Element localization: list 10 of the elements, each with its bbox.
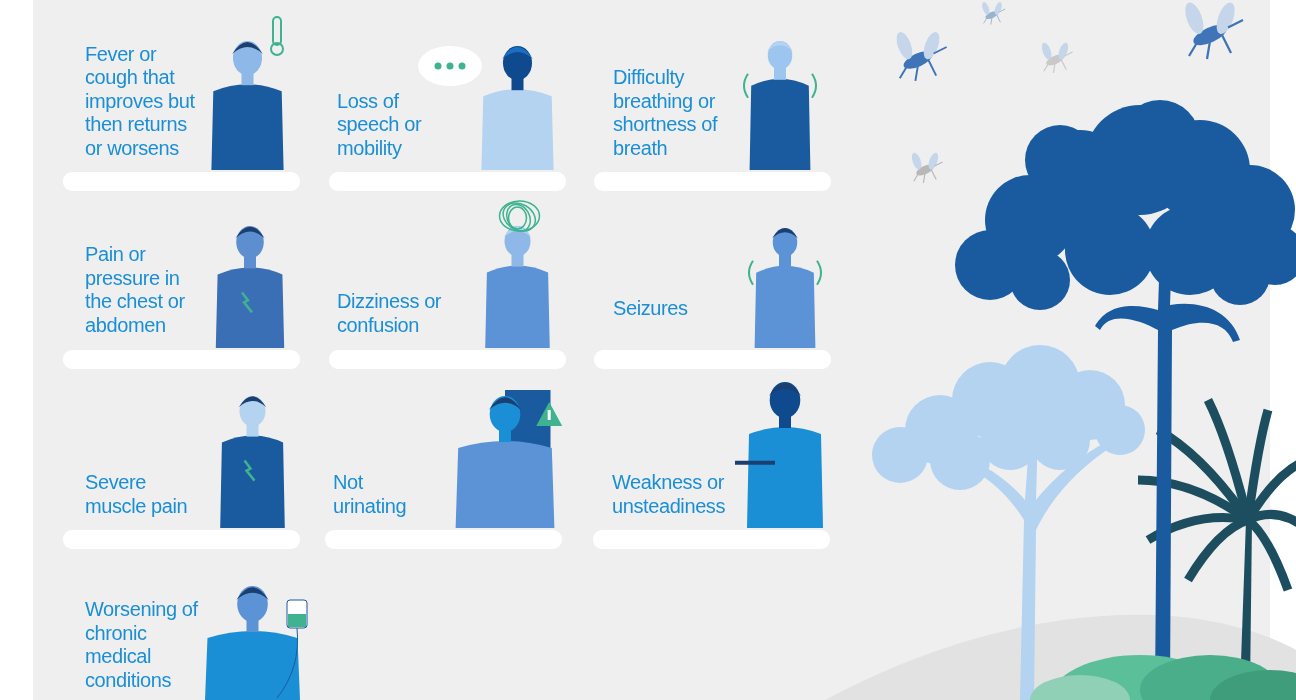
symptom-label: Worsening of chronic medical conditions — [85, 598, 203, 692]
symptom-label: Loss of speech or mobility — [337, 89, 457, 160]
symptom-label: Fever or cough that improves but then returns or worsens — [85, 42, 203, 160]
symptom-label: Weakness or unsteadiness — [612, 471, 782, 518]
symptom-label: Difficulty breathing or shortness of breath — [613, 66, 738, 160]
symptom-label: Seizures — [613, 296, 738, 320]
symptom-label: Not urinating — [333, 471, 438, 518]
symptom-label: Severe muscle pain — [85, 471, 210, 518]
symptom-label: Dizziness or confusion — [337, 290, 467, 337]
symptom-label: Pain or pressure in the chest or abdomen — [85, 243, 205, 337]
